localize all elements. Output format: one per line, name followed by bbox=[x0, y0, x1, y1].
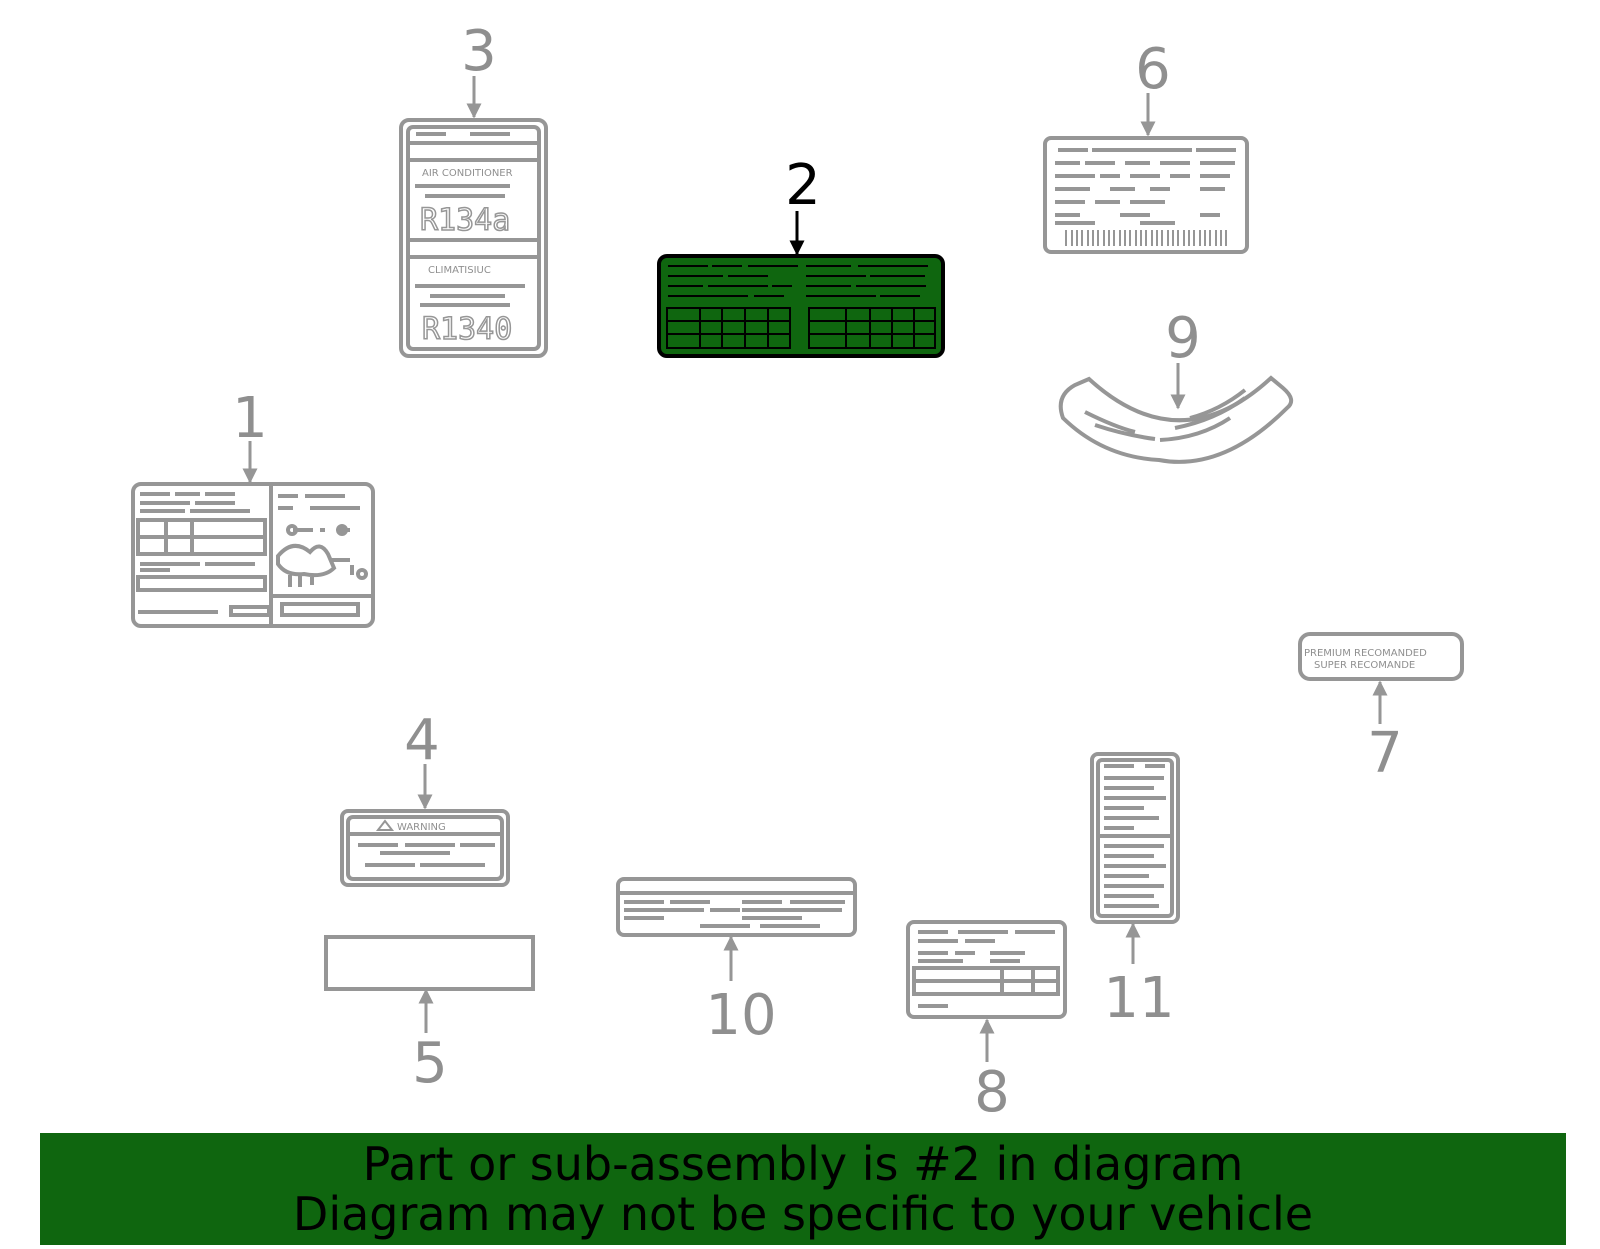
label-10[interactable] bbox=[616, 877, 857, 937]
label-5[interactable] bbox=[324, 935, 535, 991]
label-3[interactable]: AIR CONDITIONER R134a CLIMATISIUC R1340 bbox=[399, 118, 548, 358]
svg-text:WARNING: WARNING bbox=[397, 822, 446, 833]
callout-6: 6 bbox=[1135, 37, 1171, 137]
callout-9: 9 bbox=[1165, 306, 1201, 410]
svg-text:1: 1 bbox=[232, 386, 268, 451]
label-2[interactable] bbox=[657, 254, 945, 358]
callout-8: 8 bbox=[974, 1018, 1010, 1125]
label-11[interactable] bbox=[1090, 752, 1180, 924]
svg-text:5: 5 bbox=[412, 1031, 448, 1096]
callout-3: 3 bbox=[461, 19, 497, 119]
warning-triangle-icon bbox=[375, 819, 395, 831]
banner-line-2: Diagram may not be specific to your vehi… bbox=[292, 1187, 1314, 1241]
banner-line-1: Part or sub-assembly is #2 in diagram bbox=[362, 1137, 1244, 1191]
label-9[interactable] bbox=[1058, 375, 1294, 464]
callout-11: 11 bbox=[1103, 922, 1175, 1031]
svg-text:9: 9 bbox=[1165, 306, 1201, 371]
svg-text:11: 11 bbox=[1103, 966, 1174, 1031]
svg-text:SUPER RECOMANDE: SUPER RECOMANDE bbox=[1314, 660, 1415, 671]
svg-text:PREMIUM RECOMANDED: PREMIUM RECOMANDED bbox=[1304, 648, 1427, 659]
svg-text:6: 6 bbox=[1135, 37, 1171, 102]
callout-2: 2 bbox=[785, 153, 821, 256]
svg-text:4: 4 bbox=[404, 708, 440, 773]
callout-5: 5 bbox=[412, 988, 448, 1096]
callout-7: 7 bbox=[1367, 680, 1403, 786]
svg-text:R1340: R1340 bbox=[422, 312, 512, 347]
info-banner: Part or sub-assembly is #2 in diagram Di… bbox=[40, 1133, 1566, 1245]
label-8[interactable] bbox=[906, 920, 1067, 1019]
label-6[interactable] bbox=[1043, 136, 1249, 254]
callout-10: 10 bbox=[705, 935, 777, 1048]
callout-4: 4 bbox=[404, 708, 440, 810]
svg-text:7: 7 bbox=[1367, 721, 1403, 786]
barcode-icon bbox=[1065, 230, 1227, 246]
svg-text:AIR CONDITIONER: AIR CONDITIONER bbox=[422, 168, 513, 179]
svg-text:CLIMATISIUC: CLIMATISIUC bbox=[428, 265, 491, 276]
svg-text:3: 3 bbox=[461, 19, 497, 84]
svg-text:2: 2 bbox=[785, 153, 821, 218]
callout-1: 1 bbox=[232, 386, 268, 484]
svg-text:R134a: R134a bbox=[420, 203, 510, 238]
label-7[interactable]: PREMIUM RECOMANDED SUPER RECOMANDE bbox=[1298, 632, 1464, 681]
label-4[interactable]: WARNING bbox=[340, 809, 510, 887]
label-1[interactable] bbox=[131, 482, 375, 628]
svg-text:10: 10 bbox=[705, 983, 776, 1048]
svg-text:8: 8 bbox=[974, 1060, 1010, 1125]
